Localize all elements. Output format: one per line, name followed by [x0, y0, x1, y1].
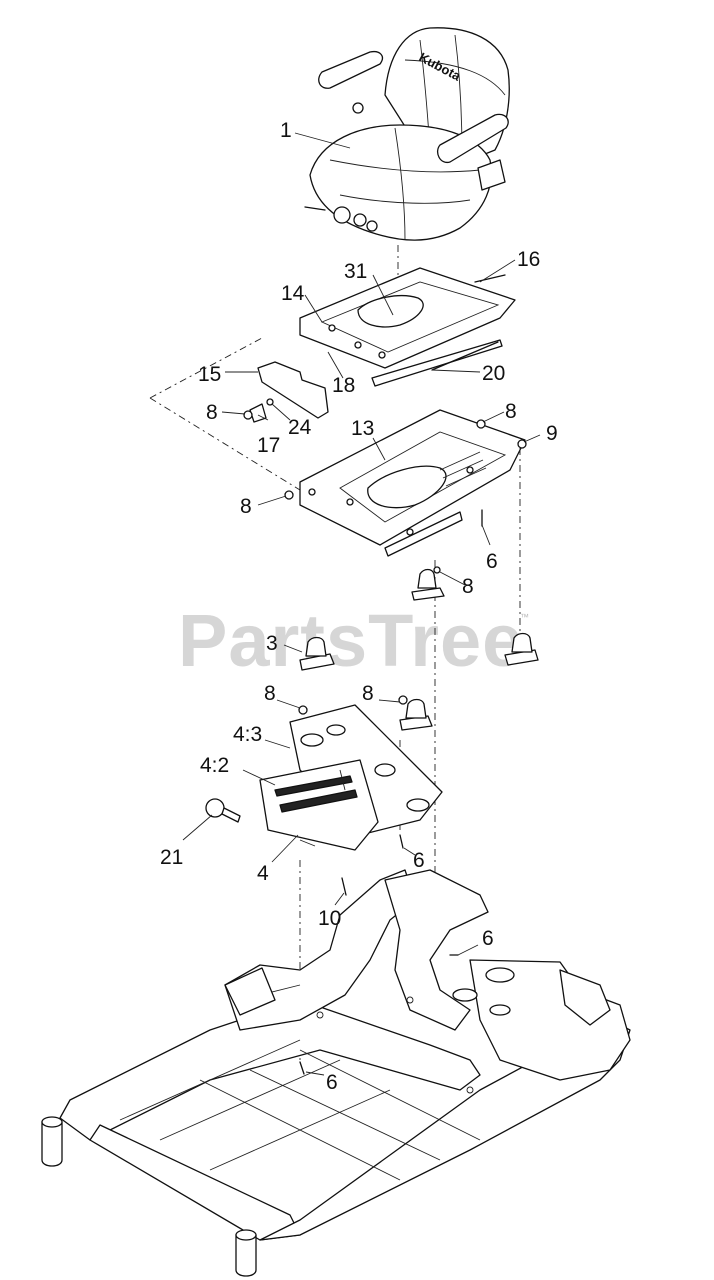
- callout-4: 4: [257, 862, 269, 885]
- callout-21: 21: [160, 846, 183, 869]
- seat[interactable]: Kubota: [304, 27, 510, 241]
- callout-31: 31: [344, 260, 367, 283]
- callout-8-right: 8: [505, 400, 517, 423]
- watermark: PartsTree: [178, 599, 524, 682]
- callout-14: 14: [281, 282, 305, 305]
- callout-9: 9: [546, 422, 558, 445]
- ignition-key[interactable]: [205, 798, 241, 823]
- callout-8-left: 8: [240, 495, 252, 518]
- seat-mount-plate[interactable]: [299, 409, 526, 557]
- callout-24: 24: [288, 416, 312, 439]
- callout-4-2: 4:2: [200, 754, 229, 777]
- watermark-trademark: ™: [520, 612, 529, 622]
- callout-4-3: 4:3: [233, 723, 262, 746]
- spring-and-pin[interactable]: [249, 398, 274, 423]
- callout-6-upper: 6: [486, 550, 498, 573]
- seat-slide-plate[interactable]: [299, 267, 516, 387]
- callout-6-platform: 6: [413, 849, 425, 872]
- nut-8-left[interactable]: [284, 490, 294, 500]
- bolt-6-lower[interactable]: [299, 1061, 305, 1075]
- callout-1: 1: [280, 119, 292, 142]
- nut-8-small[interactable]: [243, 410, 253, 420]
- callout-3: 3: [266, 632, 278, 655]
- leader-lines: [182, 132, 541, 1076]
- callout-15: 15: [198, 363, 221, 386]
- screw-10[interactable]: [341, 877, 347, 896]
- seat-support-platform[interactable]: [259, 704, 443, 851]
- isolator-mounts[interactable]: [299, 566, 539, 731]
- bolt-6-platform[interactable]: [399, 834, 404, 849]
- callout-10: 10: [318, 907, 341, 930]
- callout-8-plate-left: 8: [264, 682, 276, 705]
- main-frame[interactable]: [41, 869, 631, 1277]
- nut-8-plate[interactable]: [298, 705, 308, 715]
- callout-18: 18: [332, 374, 355, 397]
- callout-16: 16: [517, 248, 540, 271]
- callout-6-lower: 6: [326, 1071, 338, 1094]
- callout-13: 13: [351, 417, 374, 440]
- callout-8-isolator: 8: [462, 575, 474, 598]
- callout-17: 17: [257, 434, 280, 457]
- callout-8-slide: 8: [206, 401, 218, 424]
- slide-latch-bracket[interactable]: [257, 361, 329, 419]
- callout-8-plate-right: 8: [362, 682, 374, 705]
- callout-20: 20: [482, 362, 505, 385]
- callout-labels: 1 31 16 14 15 18 20 8 24 17 8 9 13 8 6 8…: [160, 119, 558, 1094]
- callout-6-frame: 6: [482, 927, 494, 950]
